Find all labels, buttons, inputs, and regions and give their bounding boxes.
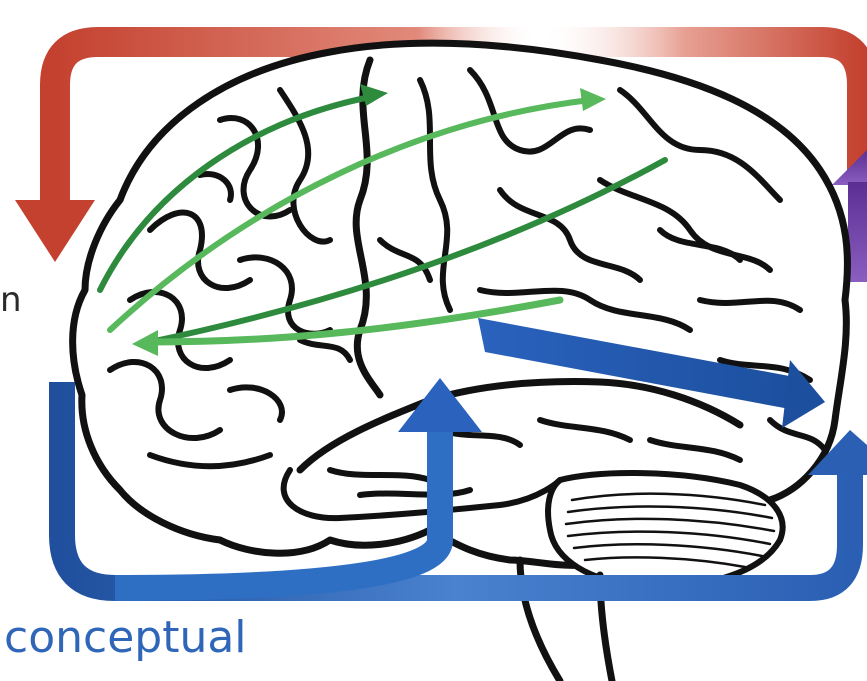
- left-partial-label: n: [0, 280, 22, 320]
- cerebellum: [548, 473, 783, 586]
- conceptual-label: conceptual: [4, 612, 247, 663]
- top-loop-arrowhead: [15, 200, 95, 262]
